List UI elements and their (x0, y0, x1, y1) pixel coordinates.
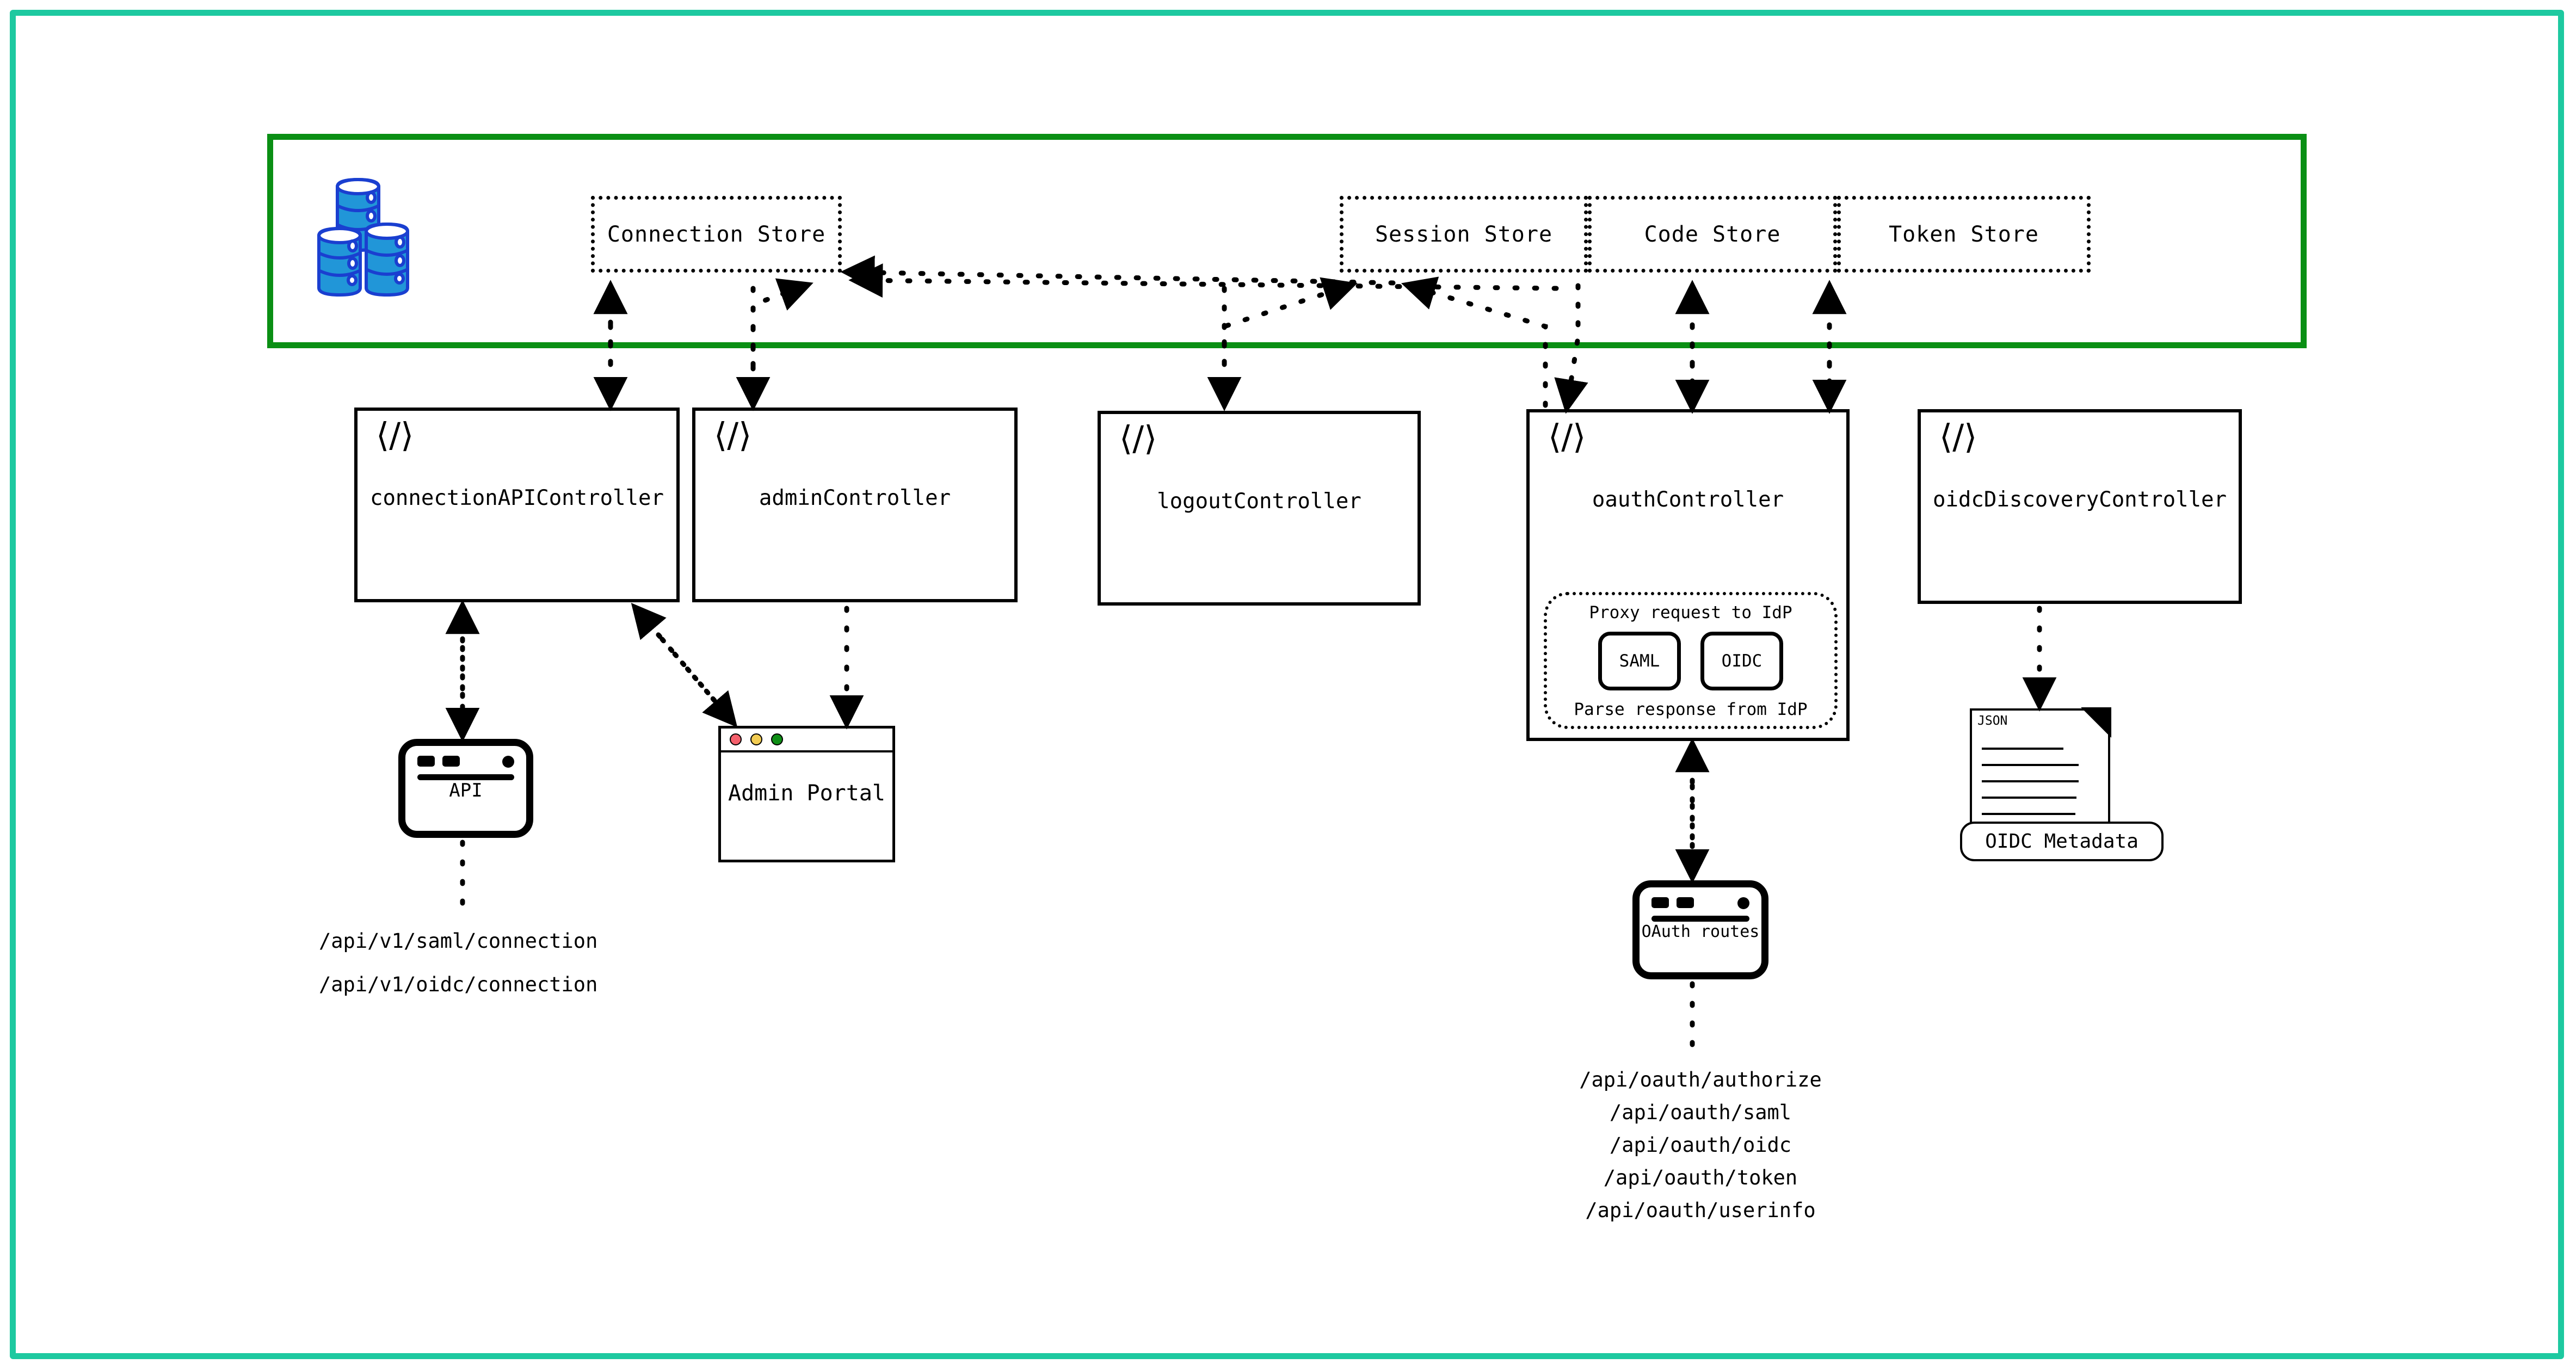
api-window-icon[interactable]: API (398, 739, 533, 838)
json-tag-label: JSON (1977, 714, 2008, 728)
endpoint-item: /api/oauth/authorize (1579, 1068, 1822, 1091)
window-controls (1651, 897, 1749, 909)
protocol-chip-row: SAML OIDC (1598, 632, 1783, 690)
endpoint-item: /api/oauth/oidc (1609, 1133, 1792, 1157)
code-icon: ⟨/⟩ (1939, 417, 1977, 456)
code-icon: ⟨/⟩ (1119, 418, 1157, 458)
store-box-session[interactable]: Session Store (1340, 196, 1588, 273)
outer-frame (10, 10, 2564, 1359)
code-icon: ⟨/⟩ (714, 415, 752, 455)
window-controls (417, 756, 514, 768)
traffic-light-yellow-icon (750, 733, 762, 745)
code-icon: ⟨/⟩ (376, 415, 414, 455)
parse-response-text: Parse response from IdP (1574, 700, 1808, 719)
oauth-routes-label: OAuth routes (1641, 922, 1760, 941)
connection-endpoint-list: /api/v1/saml/connection /api/v1/oidc/con… (319, 925, 597, 1001)
window-titlebar (721, 729, 892, 752)
oauth-idp-proxy-panel: Proxy request to IdP SAML OIDC Parse res… (1544, 592, 1838, 729)
oidc-chip-label: OIDC (1721, 651, 1762, 671)
document-text-line (1982, 813, 2075, 815)
store-box-code[interactable]: Code Store (1588, 196, 1837, 273)
controller-label: oidcDiscoveryController (1932, 487, 2227, 512)
saml-chip-label: SAML (1619, 651, 1660, 671)
token-store-label: Token Store (1889, 221, 2039, 247)
window-address-bar (1651, 916, 1749, 922)
endpoint-item: /api/oauth/token (1603, 1165, 1798, 1189)
document-fold-corner-icon (2081, 707, 2111, 738)
document-text-line (1982, 780, 2079, 782)
endpoint-item: /api/v1/saml/connection (319, 929, 598, 953)
controller-label: oauthController (1592, 487, 1784, 512)
controller-oauth[interactable]: ⟨/⟩ oauthController Proxy request to IdP… (1526, 409, 1850, 741)
window-button-dot (1737, 897, 1749, 909)
window-button-square (1677, 897, 1694, 908)
controller-label: adminController (759, 486, 951, 510)
oauth-routes-window-icon[interactable]: OAuth routes (1632, 880, 1768, 979)
code-icon: ⟨/⟩ (1548, 417, 1586, 456)
store-box-token[interactable]: Token Store (1837, 196, 2091, 273)
oauth-endpoint-list: /api/oauth/authorize /api/oauth/saml /ap… (1556, 1064, 1845, 1227)
window-button-dot (502, 756, 514, 768)
endpoint-item: /api/v1/oidc/connection (319, 972, 598, 996)
oidc-metadata-label[interactable]: OIDC Metadata (1960, 822, 2164, 861)
endpoint-item: /api/oauth/saml (1609, 1100, 1792, 1124)
document-text-line (1982, 748, 2063, 750)
window-address-bar (417, 774, 514, 780)
traffic-light-green-icon (771, 733, 783, 745)
connection-store-label: Connection Store (607, 221, 826, 247)
endpoint-item: /api/oauth/userinfo (1585, 1198, 1816, 1222)
controller-oidc-discovery[interactable]: ⟨/⟩ oidcDiscoveryController (1918, 409, 2242, 604)
proxy-request-text: Proxy request to IdP (1589, 603, 1792, 622)
controller-admin[interactable]: ⟨/⟩ adminController (692, 408, 1018, 602)
window-button-square (442, 756, 460, 767)
window-button-square (1651, 897, 1669, 908)
admin-portal-label: Admin Portal (728, 781, 885, 806)
controller-label: connectionAPIController (369, 486, 664, 510)
traffic-light-red-icon (730, 733, 742, 745)
document-text-line (1982, 797, 2076, 799)
session-store-label: Session Store (1375, 221, 1553, 247)
controller-connection-api[interactable]: ⟨/⟩ connectionAPIController (354, 408, 680, 602)
admin-portal-window[interactable]: Admin Portal (718, 726, 895, 862)
window-button-square (417, 756, 435, 767)
document-text-line (1982, 764, 2079, 766)
api-window-label: API (449, 780, 483, 801)
oidc-metadata-text: OIDC Metadata (1985, 830, 2139, 853)
saml-chip[interactable]: SAML (1598, 632, 1681, 690)
code-store-label: Code Store (1644, 221, 1781, 247)
controller-label: logoutController (1157, 489, 1361, 514)
database-stack-icon (310, 171, 435, 304)
controller-logout[interactable]: ⟨/⟩ logoutController (1098, 411, 1421, 606)
store-box-connection[interactable]: Connection Store (591, 196, 842, 273)
oidc-chip[interactable]: OIDC (1700, 632, 1783, 690)
